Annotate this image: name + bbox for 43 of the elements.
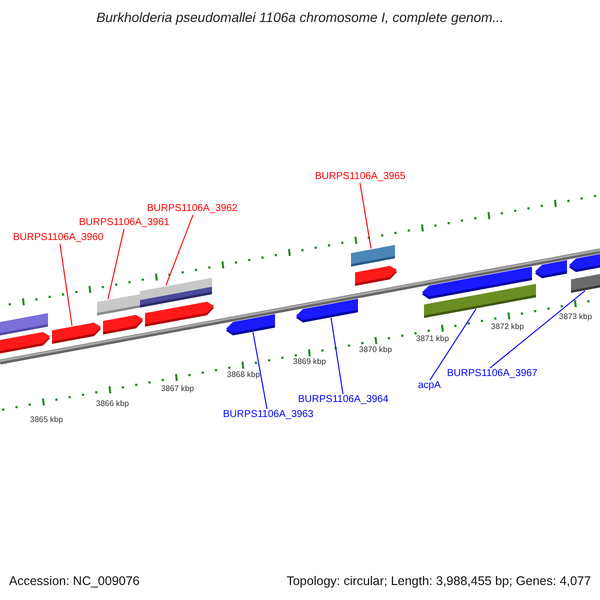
scale-label: 3873 kbp: [559, 312, 592, 322]
leader-line: [60, 244, 72, 326]
gene-feature: [571, 274, 600, 293]
accession-text: Accession: NC_009076: [9, 574, 140, 589]
leader-line: [330, 317, 344, 394]
gene-feature: [97, 294, 140, 316]
leader-line: [166, 214, 194, 286]
scale-label: 3869 kbp: [293, 357, 326, 367]
leader-line: [430, 308, 476, 380]
gene-label: BURPS1106A_3967: [447, 368, 538, 380]
gene-label: acpA: [418, 380, 441, 392]
gene-feature: [140, 278, 212, 308]
gene-feature: [103, 314, 143, 334]
scale-label: 3867 kbp: [161, 384, 194, 394]
gene-feature: [296, 298, 358, 322]
scale-label: 3868 kbp: [227, 370, 260, 380]
gene-feature: [424, 284, 536, 318]
gene-feature: [52, 322, 101, 344]
gene-label: BURPS1106A_3965: [315, 171, 406, 183]
leader-line: [490, 290, 586, 368]
gene-feature: [355, 266, 397, 286]
leader-line: [108, 228, 124, 300]
genome-info-text: Topology: circular; Length: 3,988,455 bp; Genes: 4,077: [286, 574, 591, 589]
gene-feature: [0, 332, 50, 354]
scale-label: 3871 kbp: [416, 334, 449, 344]
gene-feature: [351, 244, 395, 267]
leader-line: [360, 182, 372, 249]
chart-title: Burkholderia pseudomallei 1106a chromosome I, complete genom...: [95, 10, 505, 26]
scale-label: 3872 kbp: [491, 322, 524, 332]
gene-feature: [0, 313, 48, 336]
scale-label: 3866 kbp: [96, 399, 129, 409]
gene-label: BURPS1106A_3960: [13, 232, 104, 244]
gene-label: BURPS1106A_3961: [79, 217, 170, 229]
gene-label: BURPS1106A_3962: [147, 203, 238, 215]
gene-feature: [226, 314, 275, 336]
leader-line: [252, 332, 268, 410]
scale-label: 3870 kbp: [359, 345, 392, 355]
gene-feature: [569, 254, 600, 272]
gene-feature: [145, 302, 214, 327]
gene-label: BURPS1106A_3964: [298, 394, 388, 406]
scale-label: 3865 kbp: [30, 415, 63, 425]
gene-label: BURPS1106A_3963: [223, 409, 314, 421]
gene-feature: [535, 260, 567, 278]
